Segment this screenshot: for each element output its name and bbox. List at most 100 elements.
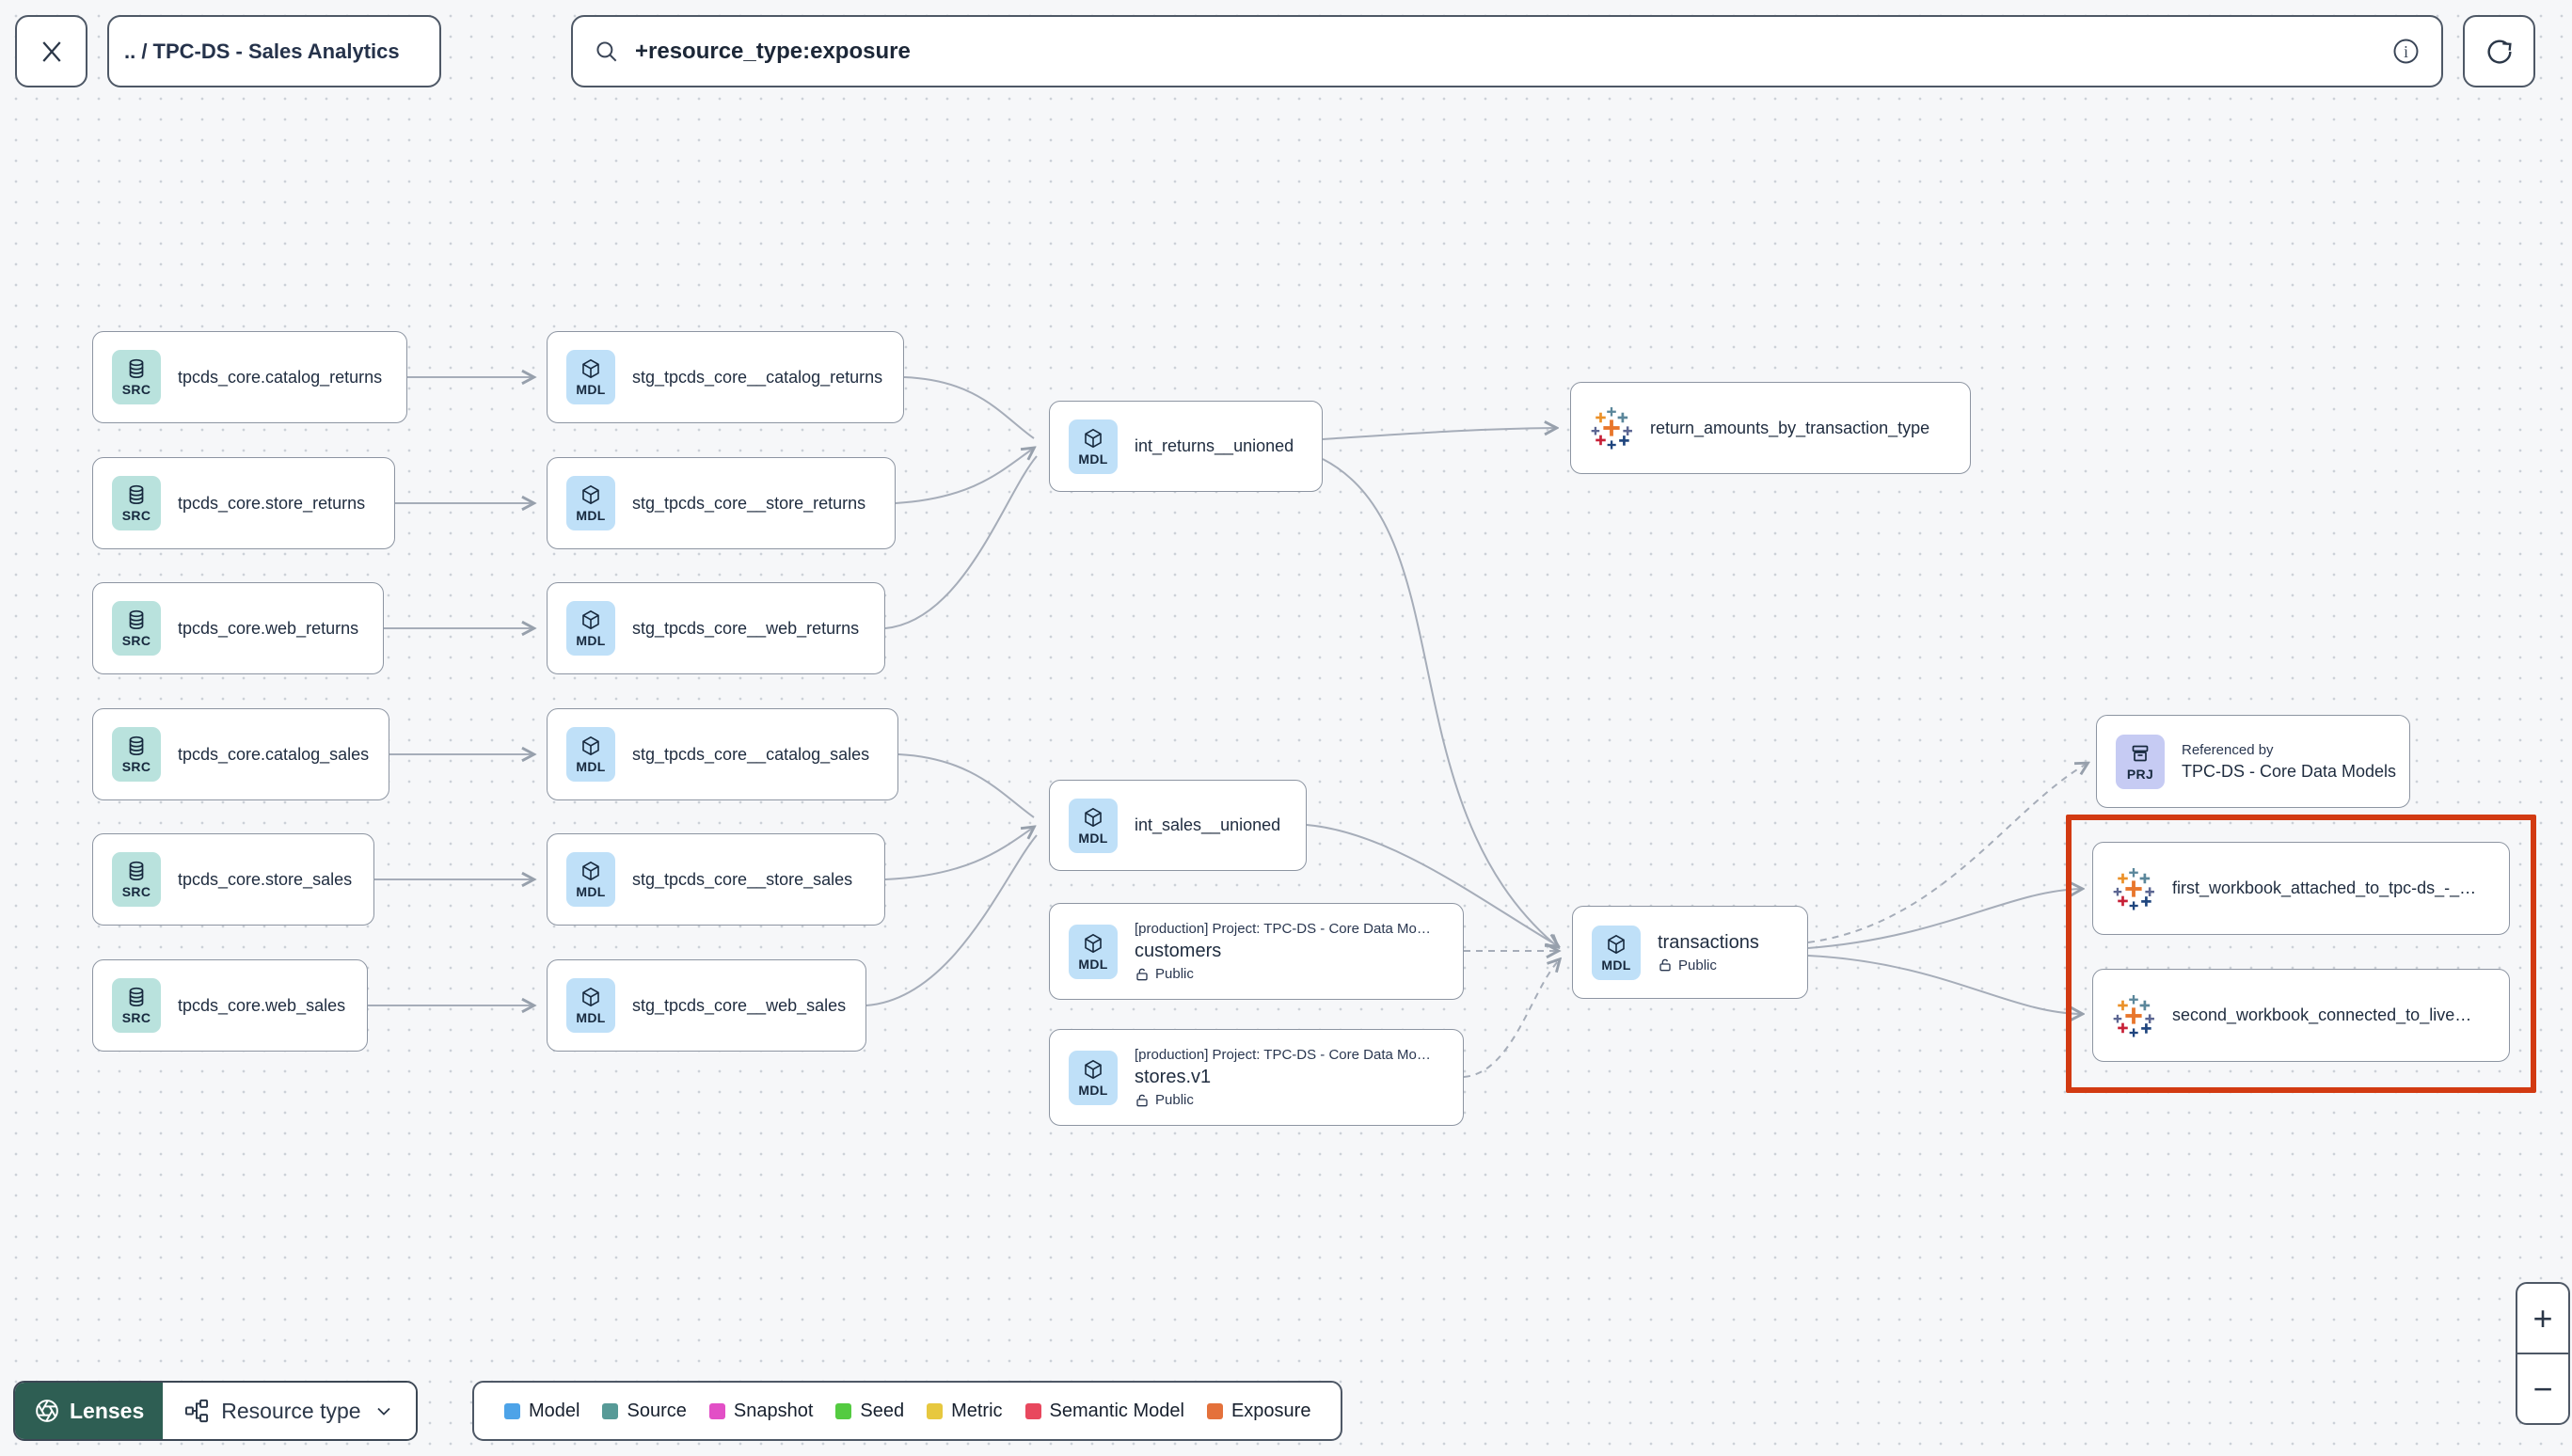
badge-label: MDL	[1601, 957, 1631, 973]
svg-text:i: i	[2404, 42, 2408, 61]
badge-label: MDL	[1078, 956, 1108, 972]
metric-swatch	[927, 1402, 944, 1419]
node-source-tpcds-core-web-sales[interactable]: SRC tpcds_core.web_sales	[92, 959, 368, 1052]
node-model-stg-web-sales[interactable]: MDL stg_tpcds_core__web_sales	[547, 959, 866, 1052]
node-label: tpcds_core.store_sales	[178, 869, 353, 889]
cube-icon	[582, 609, 599, 630]
node-model-customers[interactable]: MDL [production] Project: TPC-DS - Core …	[1049, 903, 1464, 1000]
model-badge: MDL	[1069, 1050, 1118, 1105]
badge-label: SRC	[121, 884, 151, 899]
node-model-stg-store-returns[interactable]: MDL stg_tpcds_core__store_returns	[547, 457, 896, 549]
edge-stg1-intreturns	[903, 376, 1035, 439]
badge-label: MDL	[576, 1010, 606, 1025]
source-badge: SRC	[112, 978, 161, 1033]
source-badge: SRC	[112, 727, 161, 782]
breadcrumb[interactable]: .. / TPC-DS - Sales Analytics	[107, 15, 441, 87]
edge-transactions-project	[1807, 764, 2087, 943]
zoom-controls: + −	[2516, 1282, 2570, 1425]
cube-icon	[1085, 933, 1102, 953]
node-label: stg_tpcds_core__store_returns	[632, 493, 866, 513]
node-source-tpcds-core-store-returns[interactable]: SRC tpcds_core.store_returns	[92, 457, 395, 549]
node-label: tpcds_core.web_sales	[178, 995, 346, 1015]
close-button[interactable]	[15, 15, 87, 87]
model-badge: MDL	[1592, 925, 1641, 980]
cube-icon	[582, 484, 599, 505]
referenced-by-title: Referenced by	[2182, 741, 2274, 758]
badge-label: MDL	[576, 508, 606, 523]
resource-type-label: Resource type	[221, 1398, 361, 1423]
badge-label: MDL	[1078, 451, 1108, 467]
node-model-transactions[interactable]: MDL transactions Public	[1572, 906, 1808, 999]
edge-stg4-intsales	[897, 753, 1035, 818]
badge-label: MDL	[1078, 830, 1108, 846]
zoom-out-button[interactable]: −	[2532, 1369, 2553, 1408]
node-label: stg_tpcds_core__web_returns	[632, 618, 860, 638]
cube-icon	[582, 736, 599, 756]
node-model-stg-web-returns[interactable]: MDL stg_tpcds_core__web_returns	[547, 582, 885, 674]
node-exposure-return-amounts[interactable]: return_amounts_by_transaction_type	[1570, 382, 1971, 474]
node-label: tpcds_core.catalog_returns	[178, 367, 383, 387]
badge-label: SRC	[121, 759, 151, 774]
model-badge: MDL	[1069, 798, 1118, 853]
node-label: return_amounts_by_transaction_type	[1650, 418, 1930, 437]
resource-type-icon	[185, 1399, 209, 1423]
node-label: tpcds_core.web_returns	[178, 618, 359, 638]
refresh-button[interactable]	[2463, 15, 2535, 87]
node-model-stg-store-sales[interactable]: MDL stg_tpcds_core__store_sales	[547, 833, 885, 926]
node-label: stg_tpcds_core__catalog_sales	[632, 744, 870, 764]
tableau-icon	[2113, 867, 2154, 910]
cube-icon	[1085, 807, 1102, 827]
node-model-int-sales-unioned[interactable]: MDL int_sales__unioned	[1049, 780, 1307, 871]
node-model-stg-catalog-sales[interactable]: MDL stg_tpcds_core__catalog_sales	[547, 708, 898, 800]
node-source-tpcds-core-catalog-sales[interactable]: SRC tpcds_core.catalog_sales	[92, 708, 389, 800]
badge-label: SRC	[121, 1010, 151, 1025]
node-source-tpcds-core-catalog-returns[interactable]: SRC tpcds_core.catalog_returns	[92, 331, 407, 423]
model-badge: MDL	[566, 476, 615, 530]
badge-label: MDL	[576, 759, 606, 774]
edge-stg2-intreturns	[895, 449, 1033, 504]
info-icon[interactable]: i	[2391, 37, 2421, 66]
lenses-toolbar: Lenses Resource type	[13, 1381, 418, 1441]
node-project-referenced-by[interactable]: PRJ Referenced by TPC-DS - Core Data Mod…	[2096, 715, 2410, 808]
database-icon	[129, 736, 144, 756]
search-icon	[594, 39, 620, 65]
badge-label: MDL	[576, 633, 606, 648]
resource-type-dropdown[interactable]: Resource type	[163, 1383, 416, 1439]
node-exposure-second-workbook[interactable]: second_workbook_connected_to_live…	[2092, 969, 2510, 1062]
edge-intsales-transactions	[1306, 824, 1557, 945]
edge-transactions-workbook1	[1807, 889, 2081, 949]
badge-label: SRC	[121, 508, 151, 523]
node-model-stg-catalog-returns[interactable]: MDL stg_tpcds_core__catalog_returns	[547, 331, 904, 423]
badge-label: MDL	[576, 884, 606, 899]
archive-icon	[2132, 745, 2149, 761]
search-input[interactable]: +resource_type:exposure	[635, 38, 911, 64]
lenses-button[interactable]: Lenses	[15, 1383, 164, 1439]
aperture-icon	[36, 1400, 58, 1422]
badge-label: SRC	[121, 633, 151, 648]
database-icon	[129, 484, 144, 505]
node-label: stores.v1	[1135, 1067, 1212, 1087]
seed-swatch	[835, 1402, 852, 1419]
node-label: stg_tpcds_core__web_sales	[632, 995, 847, 1015]
edge-stg6-intsales	[865, 834, 1038, 1006]
node-model-stores-v1[interactable]: MDL [production] Project: TPC-DS - Core …	[1049, 1029, 1464, 1126]
model-swatch	[504, 1402, 520, 1419]
database-icon	[129, 609, 144, 630]
node-label: customers	[1135, 941, 1222, 961]
source-badge: SRC	[112, 350, 161, 404]
node-label: stg_tpcds_core__store_sales	[632, 869, 853, 889]
node-exposure-first-workbook[interactable]: first_workbook_attached_to_tpc-ds_-_…	[2092, 842, 2510, 935]
unlock-icon	[1136, 1094, 1148, 1106]
node-model-int-returns-unioned[interactable]: MDL int_returns__unioned	[1049, 401, 1323, 492]
database-icon	[129, 987, 144, 1007]
exposure-swatch	[1206, 1402, 1223, 1419]
search-bar[interactable]: +resource_type:exposure i	[571, 15, 2443, 87]
node-project-context: [production] Project: TPC-DS - Core Data…	[1135, 1047, 1431, 1063]
edge-intreturns-transactions	[1322, 458, 1557, 946]
cube-icon	[1608, 934, 1625, 954]
zoom-in-button[interactable]: +	[2517, 1284, 2568, 1354]
node-source-tpcds-core-store-sales[interactable]: SRC tpcds_core.store_sales	[92, 833, 374, 926]
node-source-tpcds-core-web-returns[interactable]: SRC tpcds_core.web_returns	[92, 582, 384, 674]
